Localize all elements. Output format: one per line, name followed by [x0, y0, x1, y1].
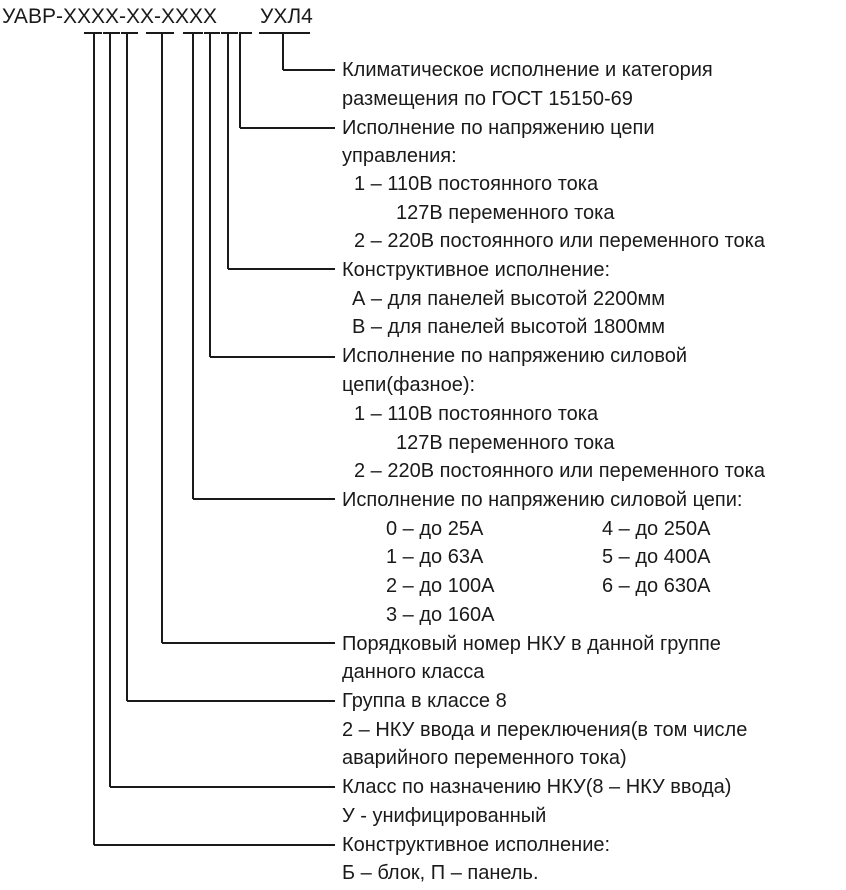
- current-option-5: 5 – до 400А: [602, 546, 711, 568]
- current-option-3: 3 – до 160А: [386, 604, 495, 626]
- power-voltage-title-2: цепи(фазное):: [342, 374, 476, 396]
- design-option-b: В – для панелей высотой 1800мм: [352, 316, 665, 338]
- control-voltage-title: Исполнение по напряжению цепи: [342, 117, 655, 139]
- power-voltage-title: Исполнение по напряжению силовой: [342, 345, 688, 367]
- control-voltage-option-2: 2 – 220В постоянного или переменного ток…: [354, 230, 765, 252]
- current-option-1: 1 – до 63А: [386, 546, 484, 568]
- climate-line-1: Климатическое исполнение и категория: [342, 59, 713, 81]
- code-dash-2: -: [154, 5, 161, 28]
- climate-line-2: размещения по ГОСТ 15150-69: [342, 88, 633, 110]
- construct-line-2: Б – блок, П – панель.: [342, 862, 539, 884]
- control-voltage-option-1: 1 – 110В постоянного тока: [354, 173, 599, 195]
- group-line-3: аварийного переменного тока): [342, 747, 627, 769]
- code-dash-1: -: [118, 5, 126, 28]
- code-group-1: XXXX: [62, 5, 119, 28]
- design-option-a: А – для панелей высотой 2200мм: [352, 288, 665, 310]
- design-title: Конструктивное исполнение:: [342, 259, 611, 281]
- control-voltage-title-2: управления:: [342, 145, 457, 167]
- construct-line-1: Конструктивное исполнение:: [342, 834, 611, 856]
- class-line-1: Класс по назначению НКУ(8 – НКУ ввода): [342, 776, 732, 798]
- power-voltage-option-1: 1 – 110В постоянного тока: [354, 403, 599, 425]
- code-group-3: XXXX: [161, 5, 218, 28]
- group-line-1: Группа в классе 8: [342, 690, 507, 712]
- power-voltage-option-2: 2 – 220В постоянного или переменного ток…: [354, 460, 765, 482]
- class-line-2: У - унифицированный: [342, 805, 547, 827]
- control-voltage-option-1b: 127В переменного тока: [396, 202, 615, 224]
- current-option-0: 0 – до 25А: [386, 518, 484, 540]
- power-voltage-option-1b: 127В переменного тока: [396, 432, 615, 454]
- code-group-2: XX: [125, 5, 154, 28]
- current-option-2: 2 – до 100А: [386, 575, 495, 597]
- serial-line-2: данного класса: [342, 661, 485, 683]
- code-suffix: УХЛ4: [260, 5, 313, 28]
- group-line-2: 2 – НКУ ввода и переключения(в том числе: [342, 719, 748, 741]
- code-prefix: УАВР-: [2, 5, 63, 28]
- power-current-title: Исполнение по напряжению силовой цепи:: [342, 489, 743, 511]
- serial-line-1: Порядковый номер НКУ в данной группе: [342, 633, 721, 655]
- current-option-6: 6 – до 630А: [602, 575, 711, 597]
- designation-code: УАВР-XXXX-XX-XXXX: [2, 6, 217, 28]
- current-option-4: 4 – до 250А: [602, 518, 711, 540]
